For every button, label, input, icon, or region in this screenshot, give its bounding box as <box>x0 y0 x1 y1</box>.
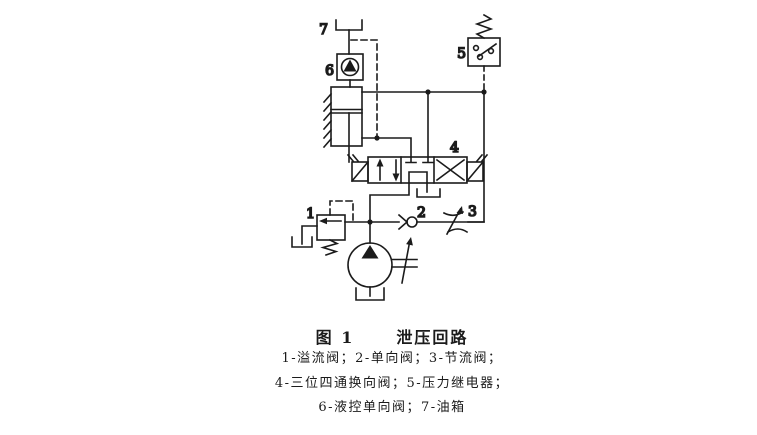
label-directional-valve: 4 <box>450 140 459 156</box>
legend-line-3: 6-液控单向阀；7-油箱 <box>318 400 466 415</box>
figure-caption: 图 1 泄压回路 <box>239 324 545 348</box>
label-check-valve: 2 <box>417 205 426 221</box>
pilot-line-valve6 <box>350 39 380 141</box>
legend-line-2: 4-三位四通换向阀；5-压力继电器； <box>274 375 510 391</box>
right-side-line <box>467 91 485 223</box>
directional-valve-4-symbol <box>346 153 489 223</box>
figure-title: 泄压回路 <box>396 328 469 347</box>
label-relief-valve: 1 <box>306 206 315 222</box>
pressure-relay-5-symbol <box>467 13 501 93</box>
figure-number: 图 1 <box>315 328 355 347</box>
pilot-operated-check-valve-6-symbol <box>336 53 364 88</box>
figure-legend: 1-溢流阀；2-单向阀；3-节流阀； 4-三位四通换向阀；5-压力继电器； 6-… <box>189 347 595 421</box>
hydraulic-cylinder <box>322 86 485 163</box>
label-pilot-operated-check-valve: 6 <box>325 63 334 79</box>
oil-tank-7-symbol <box>335 19 363 55</box>
legend-line-1: 1-溢流阀；2-单向阀；3-节流阀； <box>281 351 503 366</box>
label-oil-tank: 7 <box>319 22 328 38</box>
throttle-valve-3-symbol <box>442 206 469 236</box>
hydraulic-pump-symbol <box>347 221 418 301</box>
label-pressure-relay: 5 <box>457 46 466 62</box>
label-throttle-valve: 3 <box>468 204 477 220</box>
check-valve-2-symbol <box>397 213 418 231</box>
relief-valve-1-symbol <box>291 200 354 257</box>
